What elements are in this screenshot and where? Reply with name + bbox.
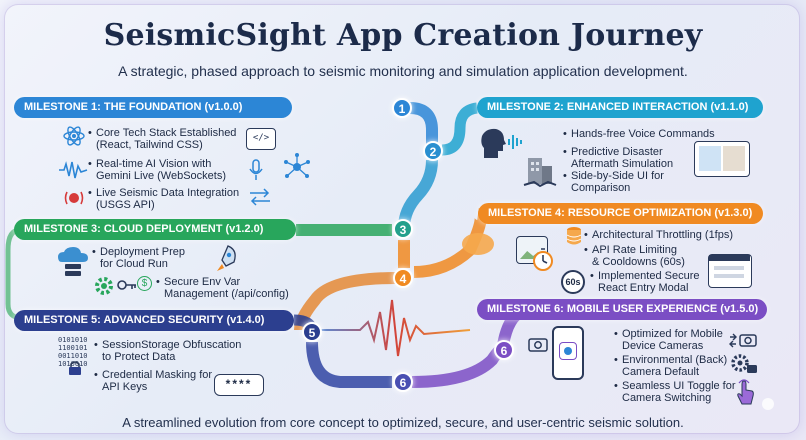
m2-feature-2: •Predictive Disaster Aftermath Simulatio… — [563, 146, 674, 170]
m5-feature-2-line2: API Keys — [102, 381, 148, 393]
m3-feature-1-line2: for Cloud Run — [100, 258, 168, 270]
entry-modal-icon — [708, 254, 752, 288]
seismic-waveform-icon — [320, 299, 471, 357]
m4-feature-3-line2: React Entry Modal — [598, 282, 689, 294]
side-by-side-screen-icon — [694, 141, 750, 177]
step-node-5: 5 — [302, 322, 322, 342]
m3-feature-1-line1: Deployment Prep — [100, 246, 185, 258]
tap-hand-icon — [737, 379, 754, 405]
m6-feature-1-line1: Optimized for Mobile — [622, 328, 723, 340]
m4-feature-2-line1: API Rate Limiting — [592, 244, 677, 256]
m6-feature-2-line2: Camera Default — [622, 366, 700, 378]
m5-feature-1: •SessionStorage Obfuscation to Protect D… — [94, 339, 242, 363]
m4-feature-1-line1: Architectural Throttling (1fps) — [592, 229, 734, 241]
camera-switch-icon — [528, 338, 548, 352]
step-node-1: 1 — [392, 98, 412, 118]
m4-feature-3: •Implemented Secure React Entry Modal — [590, 270, 700, 294]
path-loop-left — [5, 227, 23, 321]
m4-feature-2-line2: & Cooldowns (60s) — [592, 256, 685, 268]
m3-feature-2-line2: Management (/api/config) — [164, 288, 289, 300]
sparkle-icon — [762, 398, 774, 410]
path-segment-1-2 — [409, 102, 438, 150]
page-footer: A streamlined evolution from core concep… — [122, 415, 684, 430]
m5-feature-1-line2: to Protect Data — [102, 351, 176, 363]
smartphone-camera-icon — [552, 326, 584, 380]
gear-icon — [95, 277, 113, 295]
data-sync-arrows-icon — [250, 188, 270, 206]
m5-feature-2-line1: Credential Masking for — [102, 369, 213, 381]
m6-feature-3-line2: Camera Switching — [622, 392, 712, 404]
m6-feature-3-line1: Seamless UI Toggle for — [622, 380, 736, 392]
m1-feature-3: •Live Seismic Data Integration (USGS API… — [88, 187, 240, 211]
database-icon — [566, 227, 582, 245]
path-segment-m2 — [441, 102, 478, 156]
key-icon — [117, 280, 136, 290]
m1-feature-3-line2: (USGS API) — [96, 199, 155, 211]
m5-feature-2: •Credential Masking for API Keys — [94, 369, 213, 393]
m1-feature-2: •Real-time AI Vision with Gemini Live (W… — [88, 158, 227, 182]
milestone-6-label: MILESTONE 6: MOBILE USER EXPERIENCE (v1.… — [477, 299, 767, 320]
voice-head-icon — [481, 128, 522, 158]
waveform-icon — [59, 161, 88, 179]
m2-feature-1: •Hands-free Voice Commands — [563, 128, 715, 140]
map-image-icon — [516, 236, 548, 264]
milestone-1-label: MILESTONE 1: THE FOUNDATION (v1.0.0) — [14, 97, 292, 118]
m2-feature-3-line2: Comparison — [571, 182, 631, 194]
camera-rotate-icon — [729, 333, 757, 348]
m6-feature-1-line2: Device Cameras — [622, 340, 704, 352]
m4-feature-2: •API Rate Limiting & Cooldowns (60s) — [584, 244, 685, 268]
m1-feature-2-line1: Real-time AI Vision with — [96, 158, 212, 170]
step-node-2: 2 — [423, 141, 443, 161]
rocket-icon — [217, 245, 236, 271]
m1-feature-1-line1: Core Tech Stack Established — [96, 127, 237, 139]
code-window-icon: </> — [246, 128, 276, 150]
path-segment-2-3 — [398, 159, 438, 229]
m2-feature-2-line2: Aftermath Simulation — [571, 158, 674, 170]
cloud-server-icon — [58, 247, 88, 276]
m2-feature-1-line1: Hands-free Voice Commands — [571, 128, 715, 140]
m1-feature-1-line2: (React, Tailwind CSS) — [96, 139, 203, 151]
path-junction-orange — [462, 233, 494, 255]
m3-feature-2-line1: Secure Env Var — [164, 276, 241, 288]
seismic-alert-icon — [64, 191, 84, 205]
m1-feature-1: •Core Tech Stack Established (React, Tai… — [88, 127, 237, 151]
stopwatch-icon — [533, 248, 553, 271]
m6-feature-3: •Seamless UI Toggle for Camera Switching — [614, 380, 736, 404]
dollar-coin-icon: $ — [137, 276, 152, 291]
m6-feature-1: •Optimized for Mobile Device Cameras — [614, 328, 723, 352]
m6-feature-2: •Environmental (Back) Camera Default — [614, 354, 728, 378]
path-segment-5-6 — [306, 341, 392, 388]
page-subtitle: A strategic, phased approach to seismic … — [118, 63, 688, 79]
m2-feature-2-line1: Predictive Disaster — [571, 146, 663, 158]
m2-feature-3-line1: Side-by-Side UI for — [571, 170, 664, 182]
milestone-2-label: MILESTONE 2: ENHANCED INTERACTION (v1.1.… — [477, 97, 763, 118]
step-node-3: 3 — [393, 219, 413, 239]
react-atom-icon — [63, 126, 85, 146]
step-node-6-duplicate: 6 — [494, 340, 514, 360]
m1-feature-3-line1: Live Seismic Data Integration — [96, 187, 240, 199]
microphone-icon — [249, 159, 263, 180]
collapsed-building-icon — [523, 158, 557, 188]
m4-feature-3-line1: Implemented Secure — [598, 270, 700, 282]
password-mask-icon: **** — [214, 374, 264, 396]
m5-feature-1-line1: SessionStorage Obfuscation — [102, 339, 242, 351]
m4-feature-1: •Architectural Throttling (1fps) — [584, 229, 734, 241]
network-node-icon — [284, 153, 310, 178]
settings-camera-icon — [731, 354, 757, 373]
milestone-3-label: MILESTONE 3: CLOUD DEPLOYMENT (v1.2.0) — [14, 219, 296, 240]
step-node-4: 4 — [393, 268, 413, 288]
60s-timer-icon: 60s — [561, 270, 585, 294]
page-title: SeismicSight App Creation Journey — [103, 18, 703, 53]
step-node-6: 6 — [393, 372, 413, 392]
m1-feature-2-line2: Gemini Live (WebSockets) — [96, 170, 227, 182]
m3-feature-1: •Deployment Prep for Cloud Run — [92, 246, 185, 270]
m3-feature-2: •Secure Env Var Management (/api/config) — [156, 276, 289, 300]
m6-feature-2-line1: Environmental (Back) — [622, 354, 728, 366]
m2-feature-3: •Side-by-Side UI for Comparison — [563, 170, 664, 194]
milestone-4-label: MILESTONE 4: RESOURCE OPTIMIZATION (v1.3… — [478, 203, 763, 224]
milestone-5-label: MILESTONE 5: ADVANCED SECURITY (v1.4.0) — [14, 310, 294, 331]
